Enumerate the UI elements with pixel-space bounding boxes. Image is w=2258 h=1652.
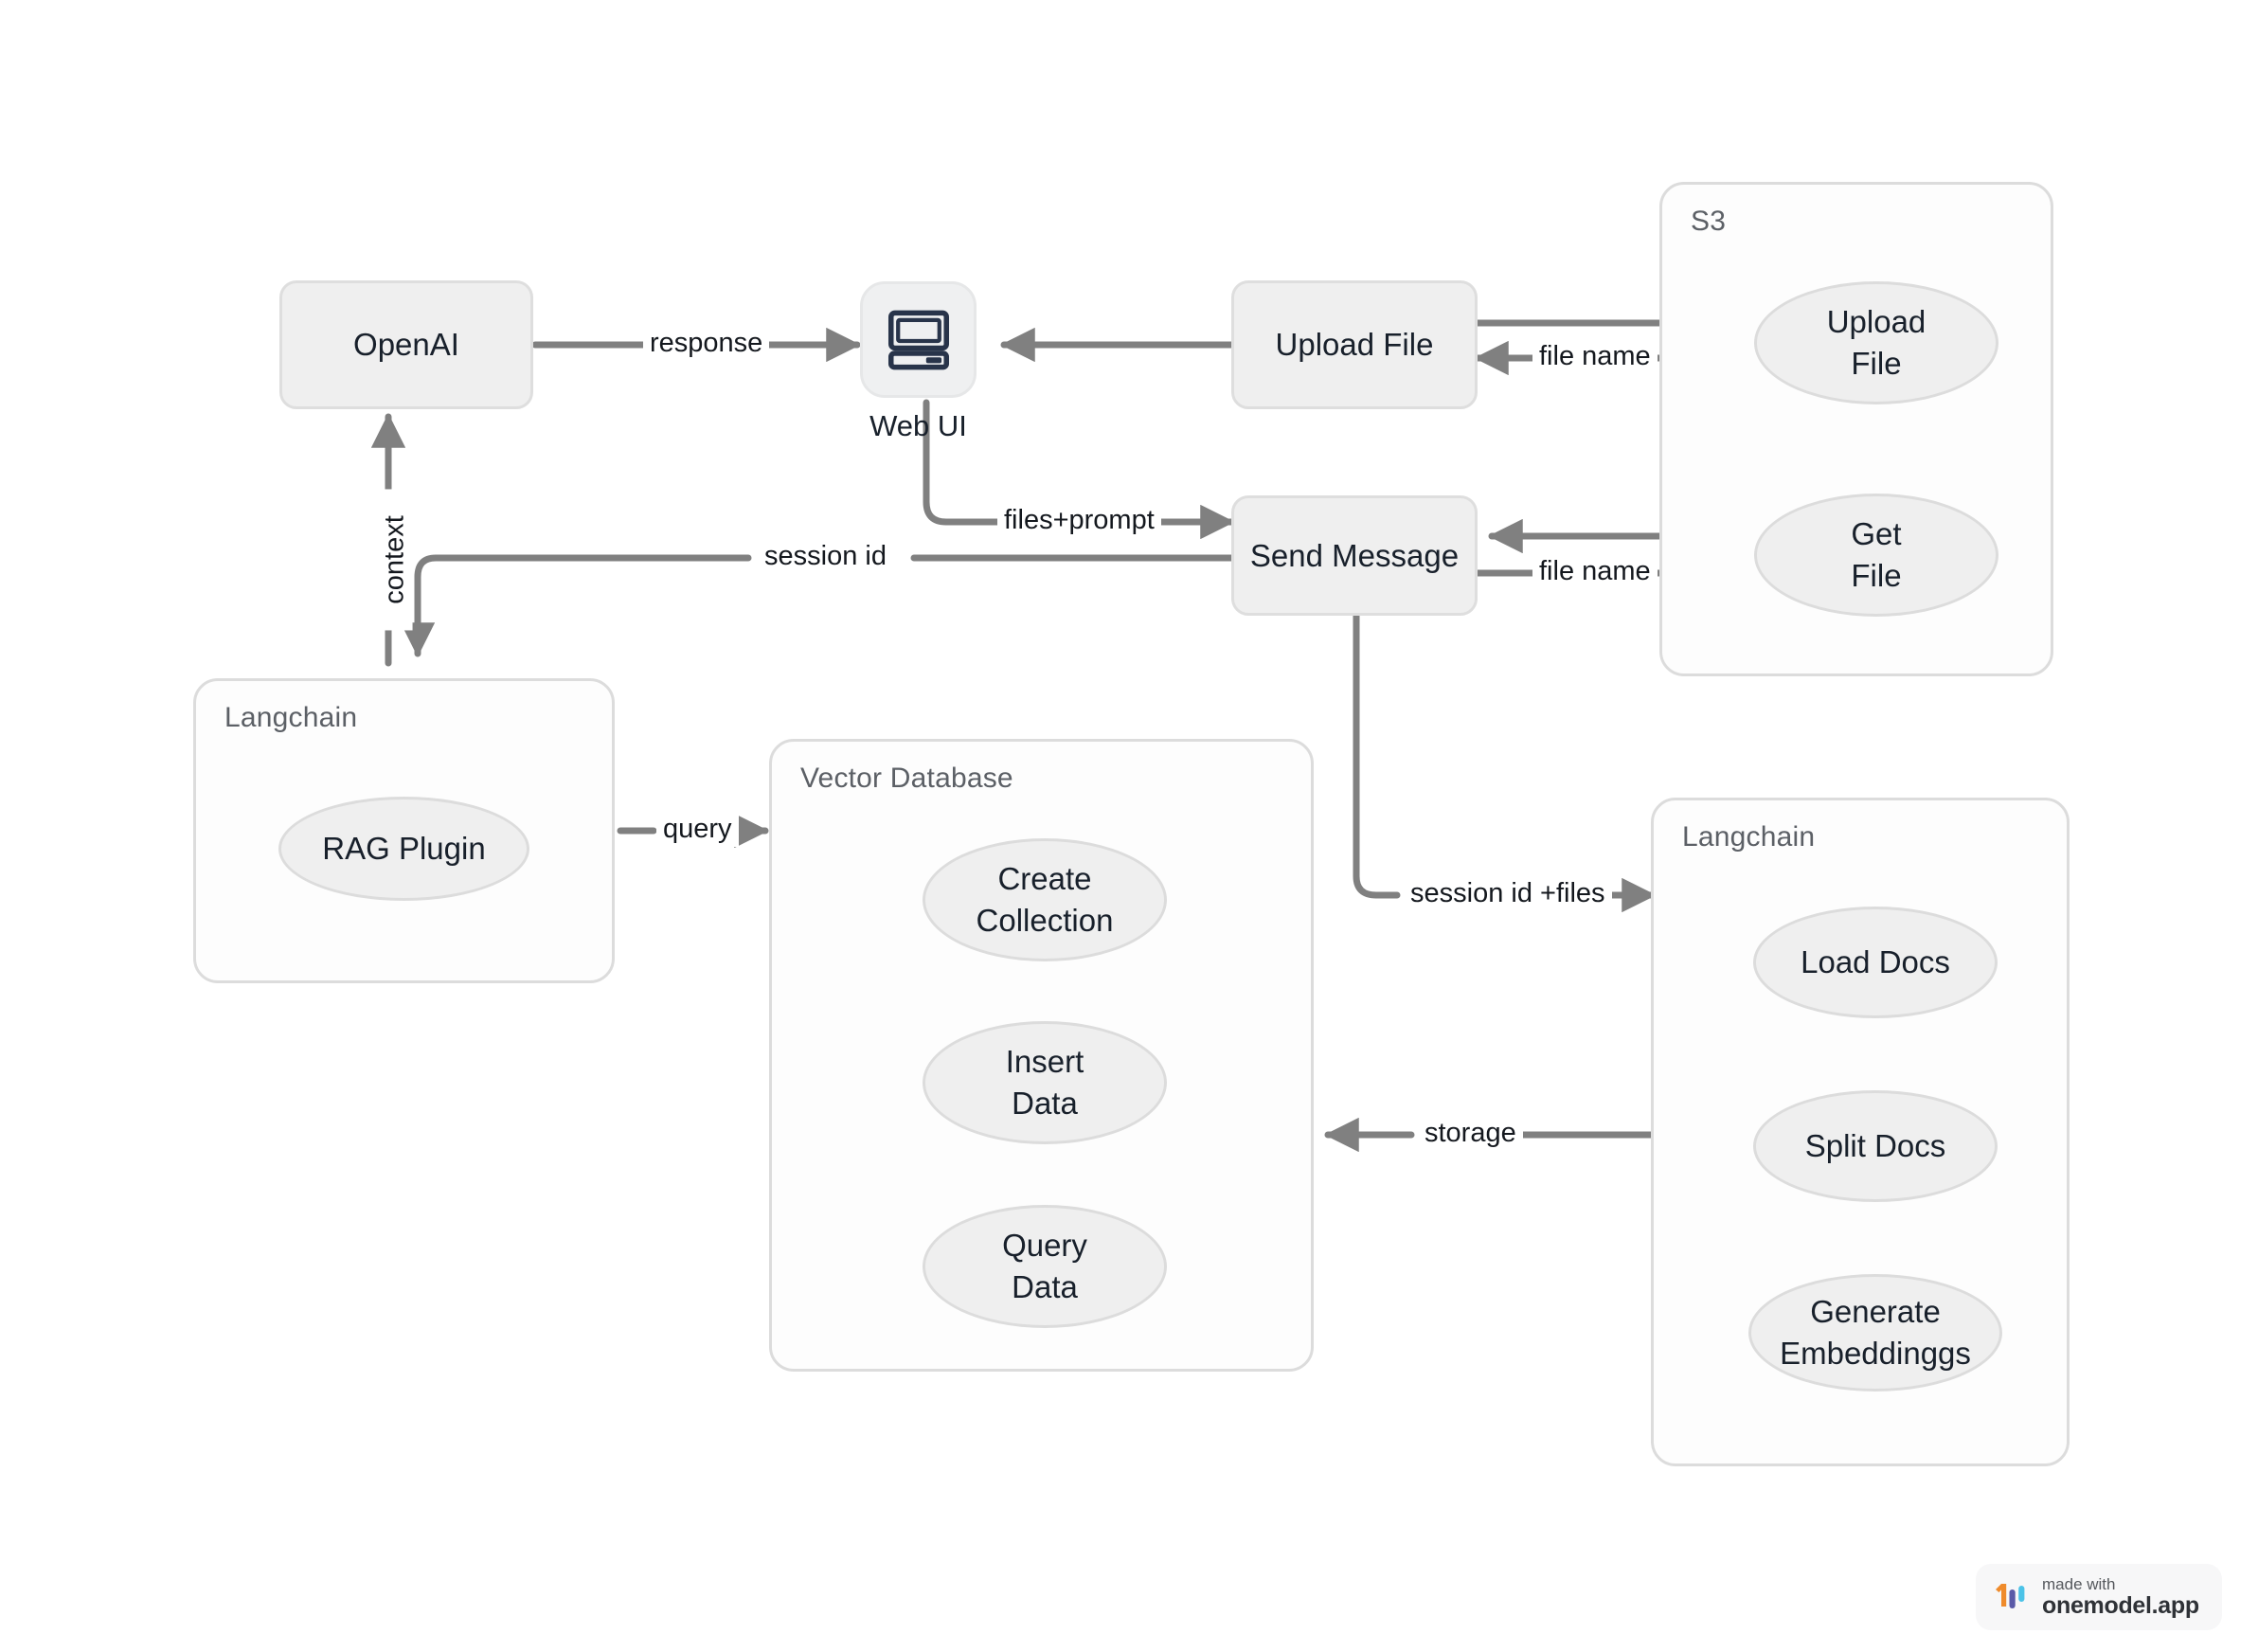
edge-label-files-prompt: files+prompt (997, 504, 1161, 538)
node-s3-upload-file[interactable]: Upload File (1754, 281, 1998, 404)
group-vector-database-label: Vector Database (800, 763, 1013, 794)
node-generate-embeddings[interactable]: Generate Embeddinggs (1748, 1274, 2002, 1392)
edge-label-file-name-upload: file name (1532, 340, 1658, 374)
node-openai[interactable]: OpenAI (279, 280, 533, 409)
node-s3-get-file[interactable]: Get File (1754, 494, 1998, 617)
node-load-docs[interactable]: Load Docs (1753, 907, 1998, 1018)
node-web-ui[interactable] (860, 281, 977, 398)
edge-label-session-id-files: session id +files (1404, 877, 1612, 911)
group-langchain-ingest-label: Langchain (1682, 821, 1816, 853)
watermark-onemodel[interactable]: made with onemodel.app (1976, 1564, 2222, 1630)
node-web-ui-label: Web UI (869, 409, 967, 442)
group-langchain-rag-label: Langchain (224, 702, 358, 733)
node-split-docs[interactable]: Split Docs (1753, 1090, 1998, 1202)
group-s3-label: S3 (1691, 206, 1727, 237)
node-insert-data[interactable]: Insert Data (923, 1021, 1167, 1144)
node-send-message[interactable]: Send Message (1231, 495, 1478, 616)
node-query-data[interactable]: Query Data (923, 1205, 1167, 1328)
edge-label-response: response (643, 327, 770, 361)
edge-session-files (1353, 612, 1657, 913)
desktop-computer-icon (887, 310, 949, 369)
node-create-collection[interactable]: Create Collection (923, 838, 1167, 961)
edge-label-query: query (656, 813, 739, 847)
node-rag-plugin[interactable]: RAG Plugin (278, 797, 529, 901)
edge-label-file-name-get: file name (1532, 555, 1658, 589)
watermark-made-with: made with (2042, 1574, 2116, 1593)
onemodel-logo-icon (1996, 1584, 2025, 1608)
watermark-brand: onemodel.app (2042, 1591, 2199, 1619)
node-upload-file-action[interactable]: Upload File (1231, 280, 1478, 409)
edge-label-session-id: session id (758, 540, 893, 574)
edge-label-context: context (378, 489, 413, 631)
edge-label-storage: storage (1418, 1117, 1523, 1151)
